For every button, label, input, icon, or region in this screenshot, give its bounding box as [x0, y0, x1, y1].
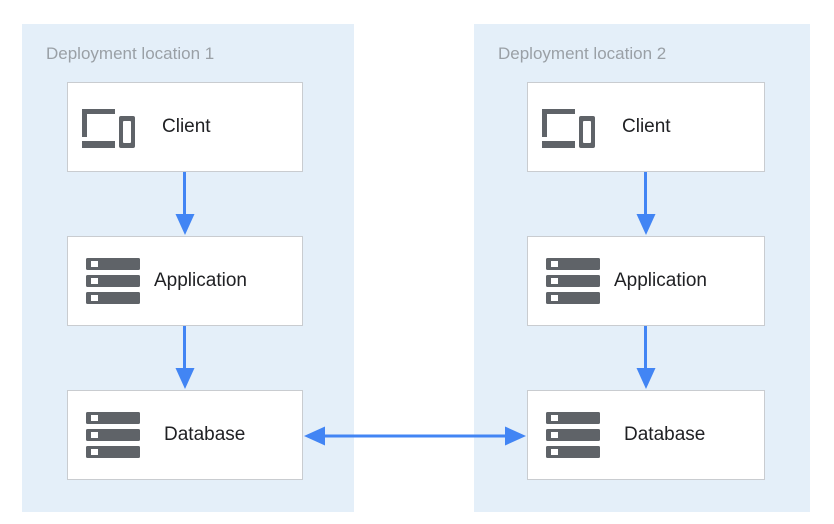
deployment-zone-1-title: Deployment location 1 — [46, 44, 215, 63]
arrow-client-2-to-application-2 — [636, 172, 656, 235]
node-client-1[interactable] — [67, 82, 303, 172]
node-application-2-label: Application — [614, 270, 707, 291]
node-client-1-label: Client — [162, 116, 211, 137]
devices-icon — [82, 109, 135, 148]
arrow-client-1-to-application-1 — [175, 172, 195, 235]
arrow-application-2-to-database-2 — [636, 326, 656, 389]
node-client-2-label: Client — [622, 116, 671, 137]
arrow-application-1-to-database-1 — [175, 326, 195, 389]
node-database-2-label: Database — [624, 424, 706, 445]
arrow-database-1-to-database-2 — [304, 426, 526, 446]
server-stack-icon — [546, 258, 600, 304]
node-client-2[interactable] — [527, 82, 765, 172]
node-application-1-label: Application — [154, 270, 247, 291]
server-stack-icon — [86, 412, 140, 458]
deployment-zone-2-title: Deployment location 2 — [498, 44, 667, 63]
node-database-1-label: Database — [164, 424, 246, 445]
server-stack-icon — [86, 258, 140, 304]
server-stack-icon — [546, 412, 600, 458]
devices-icon — [542, 109, 595, 148]
